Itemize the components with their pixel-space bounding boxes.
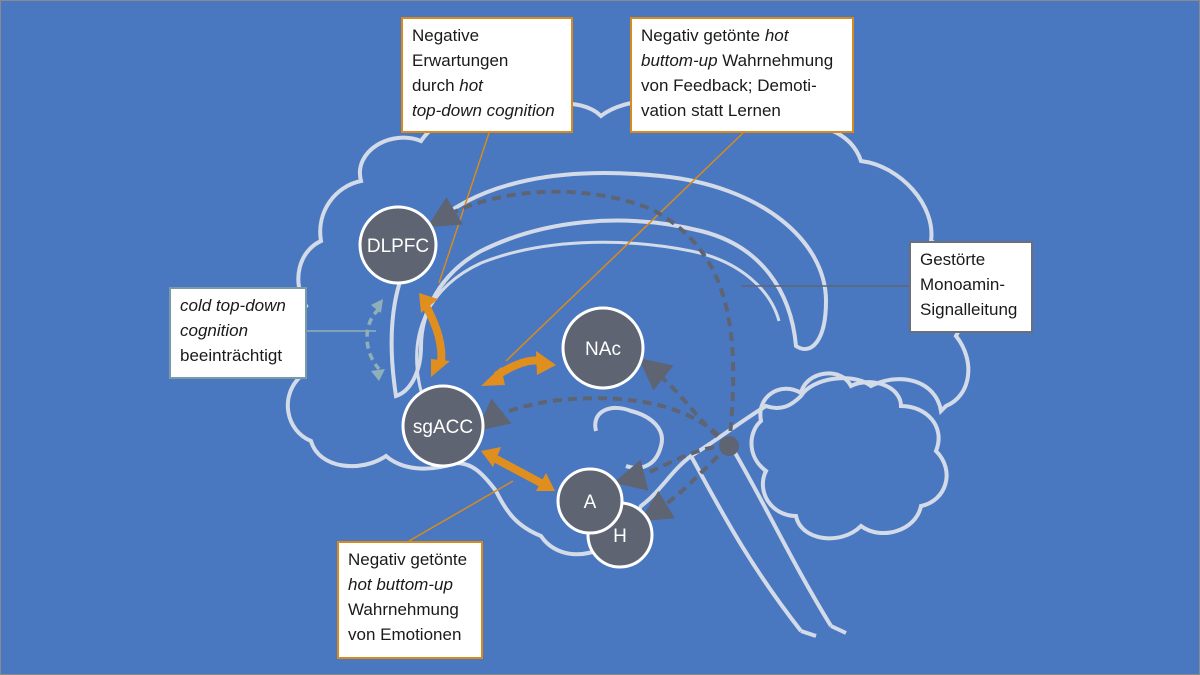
callout-monoamine: Gestörte Monoamin- Signalleitung	[909, 241, 1033, 333]
thalamus-outline	[593, 405, 664, 470]
brainstem-outline	[689, 444, 847, 638]
callout-top-down: Negative Erwartungen durch hot top-down …	[401, 17, 573, 133]
monoamine-source-dot	[719, 436, 739, 456]
arrow-dlpfc-sgacc	[419, 293, 450, 377]
callout-top-down-line3-italic: hot	[459, 76, 483, 95]
callout-feedback-line4: vation statt Lernen	[641, 101, 781, 120]
cold-arrowhead-top	[371, 299, 383, 313]
callout-feedback: Negativ getönte hot buttom-up Wahrnehmun…	[630, 17, 854, 133]
callout-top-down-line4: top-down cognition	[412, 101, 555, 120]
dashed-pathway-to-amygdala	[613, 444, 730, 491]
callout-feedback-line2-plain: Wahrnehmung	[717, 51, 834, 70]
connector-feedback	[505, 132, 744, 362]
callout-cold-line1: cold top-down	[180, 296, 286, 315]
callout-cold: cold top-down cognition beeinträchtigt	[169, 287, 307, 379]
callout-feedback-line1: Negativ getönte hot	[641, 23, 843, 48]
callout-cold-line2: cognition	[180, 321, 249, 340]
callout-emotions-line3: Wahrnehmung	[348, 600, 459, 619]
callout-feedback-line1-italic: hot	[764, 26, 789, 45]
node-amygdala: A	[556, 467, 624, 535]
callout-emotions: Negativ getönte hot buttom-up Wahrnehmun…	[337, 541, 483, 659]
callout-top-down-line3-plain: durch	[412, 76, 460, 95]
cerebellum-outline	[749, 371, 949, 541]
dashed-pathway-to-nac	[638, 358, 731, 448]
node-nac: NAc	[561, 306, 645, 390]
callout-emotions-line1: Negativ getönte	[348, 550, 468, 569]
callout-emotions-line2: hot buttom-up	[348, 575, 453, 594]
node-amygdala-label: A	[584, 492, 597, 513]
callout-feedback-line2-italic: buttom-up	[641, 51, 718, 70]
callout-monoamine-line2: Monoamin-	[920, 275, 1006, 294]
callout-feedback-line1-plain: Negativ getönte	[641, 26, 765, 45]
arrow-sgacc-nac	[481, 351, 556, 386]
callout-top-down-line3: durch hot	[412, 73, 562, 98]
callout-feedback-line2: buttom-up Wahrnehmung	[641, 48, 843, 73]
node-sgacc-label: sgACC	[413, 417, 473, 438]
callout-feedback-line3: von Feedback; Demoti-	[641, 76, 817, 95]
dashed-pathway-to-sgacc	[476, 396, 731, 448]
callout-top-down-line1: Negative	[412, 26, 480, 45]
arrow-sgacc-amygdala	[481, 447, 555, 491]
node-nac-label: NAc	[585, 339, 621, 360]
cold-arrowhead-bottom	[371, 369, 385, 381]
dashed-pathway-to-dlpfc	[427, 189, 736, 447]
node-hippocampus-label: H	[613, 526, 627, 547]
node-dlpfc-label: DLPFC	[367, 236, 429, 257]
node-dlpfc: DLPFC	[358, 205, 438, 285]
connector-emotions	[408, 480, 514, 542]
cold-top-down-arrow	[365, 307, 381, 371]
callout-emotions-line4: von Emotionen	[348, 625, 462, 644]
callout-top-down-line2: Erwartungen	[412, 51, 509, 70]
callout-monoamine-line1: Gestörte	[920, 250, 986, 269]
inner-fold-outline	[389, 171, 829, 399]
dashed-pathway-to-hippocampus	[639, 444, 731, 522]
callout-cold-line3: beeinträchtigt	[180, 346, 283, 365]
callout-monoamine-line3: Signalleitung	[920, 300, 1018, 319]
node-sgacc: sgACC	[401, 384, 485, 468]
